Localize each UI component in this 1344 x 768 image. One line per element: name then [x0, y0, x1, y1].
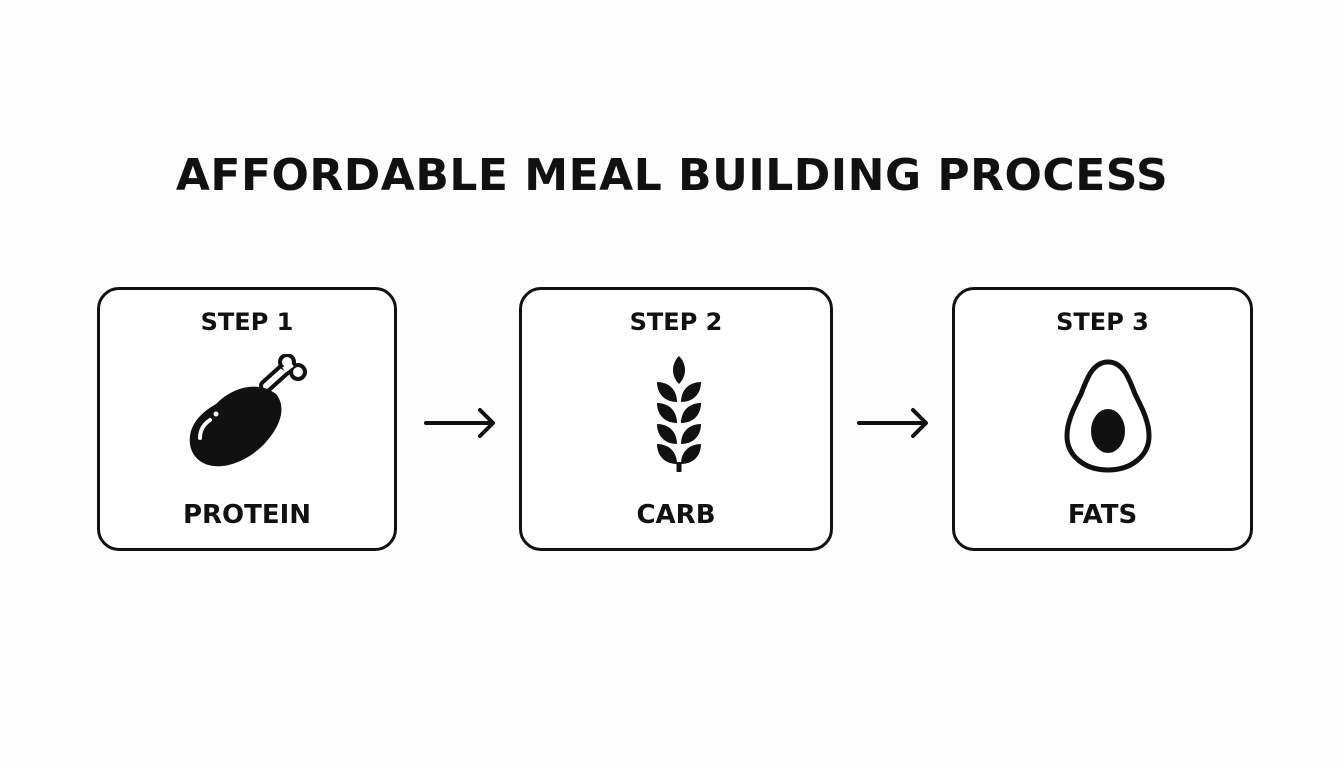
avocado-icon	[1064, 359, 1152, 473]
step-label: PROTEIN	[182, 500, 312, 530]
arrow-right-icon	[424, 408, 495, 438]
wheat-icon	[657, 356, 701, 472]
arrow-right-icon	[857, 408, 928, 438]
chicken-drumstick-icon	[189, 354, 307, 467]
step-number: STEP 2	[629, 308, 723, 336]
step-card-fats: STEP 3 FATS	[952, 287, 1253, 551]
step-number: STEP 3	[1056, 308, 1149, 336]
step-label: FATS	[1067, 500, 1138, 530]
step-number: STEP 1	[200, 308, 294, 336]
step-label: CARB	[636, 500, 716, 530]
page-title: AFFORDABLE MEAL BUILDING PROCESS	[175, 150, 1169, 201]
step-card-protein: STEP 1 PROTEIN	[97, 287, 397, 551]
step-card-carb: STEP 2 CARB	[519, 287, 833, 551]
